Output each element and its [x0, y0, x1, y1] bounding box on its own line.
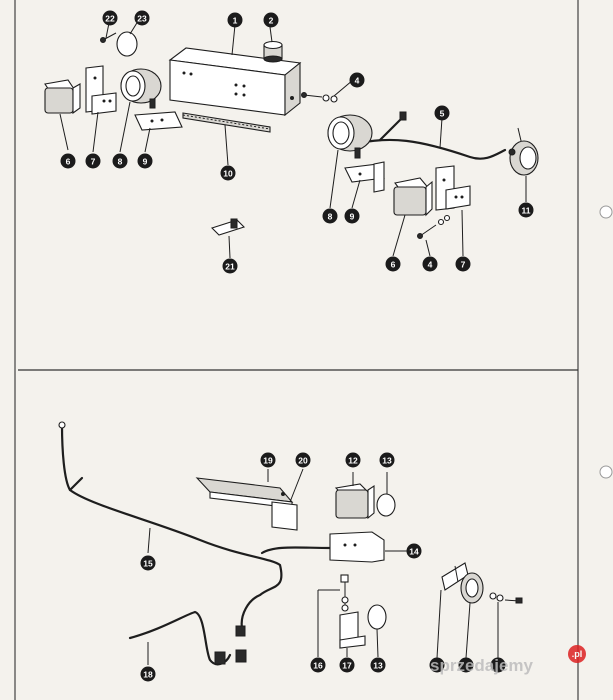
- callout-number: 8: [118, 157, 123, 167]
- part-21-connector: [210, 218, 246, 236]
- callout-number: 10: [223, 169, 233, 179]
- callout-top-23: 23: [134, 10, 150, 26]
- callout-top-21: 21: [222, 258, 238, 274]
- part-4-bolt: [301, 92, 338, 103]
- callout-number: 8: [328, 212, 333, 222]
- callout-number: 13: [373, 661, 383, 671]
- callout-number: 21: [225, 262, 235, 272]
- watermark-badge-text: .pl: [572, 649, 583, 659]
- callout-unlabeled: [458, 657, 474, 673]
- binder-hole: [599, 205, 613, 219]
- callout-number: 9: [350, 212, 355, 222]
- callout-top-8: 8: [322, 208, 338, 224]
- callout-bottom-14: 14: [406, 543, 422, 559]
- callout-top-8: 8: [112, 153, 128, 169]
- part-18-cable: [128, 610, 247, 666]
- callout-number: 22: [105, 14, 115, 24]
- callout-top-9: 9: [137, 153, 153, 169]
- callout-number: 5: [440, 109, 445, 119]
- callout-number: 23: [137, 14, 147, 24]
- part-10-rubber-strip: [182, 112, 271, 133]
- callout-number: 13: [382, 456, 392, 466]
- callout-top-9: 9: [344, 208, 360, 224]
- part-2-cap: [263, 40, 283, 63]
- callout-top-11: 11: [518, 202, 534, 218]
- callout-bottom-19: 19: [260, 452, 276, 468]
- callout-top-7: 7: [455, 256, 471, 272]
- part-12-lamp-box: [334, 483, 375, 520]
- callout-number: 20: [298, 456, 308, 466]
- part-15-wiring-harness: [58, 421, 332, 637]
- callout-number: 9: [143, 157, 148, 167]
- callout-number: 4: [355, 76, 360, 86]
- horn-assembly-lower: [441, 562, 523, 604]
- part-8-spotlight-right: [327, 114, 373, 159]
- part-5-cable: [348, 111, 507, 160]
- callout-bottom-13: 13: [370, 657, 386, 673]
- callout-number: 2: [269, 16, 274, 26]
- part-20-plate: [271, 501, 298, 531]
- callout-number: 17: [342, 661, 352, 671]
- part-13-lens: [376, 493, 396, 517]
- callout-top-10: 10: [220, 165, 236, 181]
- watermark: sprzedajemy .pl: [430, 645, 586, 675]
- callout-number: 14: [409, 547, 419, 557]
- callout-top-1: 1: [227, 12, 243, 28]
- part-9-mount-plate-right: [344, 161, 385, 193]
- callout-bottom-20: 20: [295, 452, 311, 468]
- part-16-bolt: [340, 574, 349, 612]
- watermark-text: sprzedajemy: [430, 656, 534, 675]
- callout-number: 6: [66, 157, 71, 167]
- callout-bottom-15: 15: [140, 555, 156, 571]
- part-7-bracket: [85, 65, 117, 115]
- callout-bottom-18: 18: [140, 666, 156, 682]
- callout-bottom-12: 12: [345, 452, 361, 468]
- part-13-lens-lower: [367, 604, 387, 630]
- callout-number: 11: [522, 206, 531, 216]
- callout-top-22: 22: [102, 10, 118, 26]
- callout-number: 19: [263, 456, 273, 466]
- bottom-leader-lines: [147, 468, 499, 665]
- callout-number: 18: [143, 670, 153, 680]
- callout-number: 16: [313, 661, 323, 671]
- callout-top-2: 2: [263, 12, 279, 28]
- watermark-badge: [568, 645, 586, 663]
- callout-unlabeled: [490, 657, 506, 673]
- part-7-bracket-right: [435, 165, 471, 211]
- part-8-spotlight: [120, 68, 162, 109]
- part-23-lens: [116, 31, 138, 57]
- part-14-bracket: [329, 531, 385, 563]
- callout-number: 7: [461, 260, 466, 270]
- callout-top-6: 6: [385, 256, 401, 272]
- callout-bottom-17: 17: [339, 657, 355, 673]
- bottom-assembly: [58, 421, 523, 666]
- callout-number: 15: [143, 559, 153, 569]
- callout-top-4: 4: [349, 72, 365, 88]
- callout-top-5: 5: [434, 105, 450, 121]
- callout-number: 7: [91, 157, 96, 167]
- callout-top-6: 6: [60, 153, 76, 169]
- binder-hole: [599, 465, 613, 479]
- part-6-lamp-box: [44, 79, 81, 115]
- callout-top-4: 4: [422, 256, 438, 272]
- part-17-bracket: [339, 611, 366, 649]
- callout-top-7: 7: [85, 153, 101, 169]
- part-4-bolt-right: [417, 214, 451, 239]
- callout-bottom-13: 13: [379, 452, 395, 468]
- part-6-lamp-box-right: [393, 177, 433, 217]
- callout-number: 12: [348, 456, 358, 466]
- part-1-light-bar: [168, 47, 302, 117]
- callout-number: 6: [391, 260, 396, 270]
- callout-bottom-16: 16: [310, 657, 326, 673]
- part-22-screw: [100, 32, 117, 43]
- callout-unlabeled: [429, 657, 445, 673]
- callout-number: 1: [233, 16, 238, 26]
- part-11-horn: [508, 127, 539, 176]
- part-9-mount-plate: [134, 111, 183, 131]
- callout-number: 4: [428, 260, 433, 270]
- top-assembly: [44, 17, 539, 259]
